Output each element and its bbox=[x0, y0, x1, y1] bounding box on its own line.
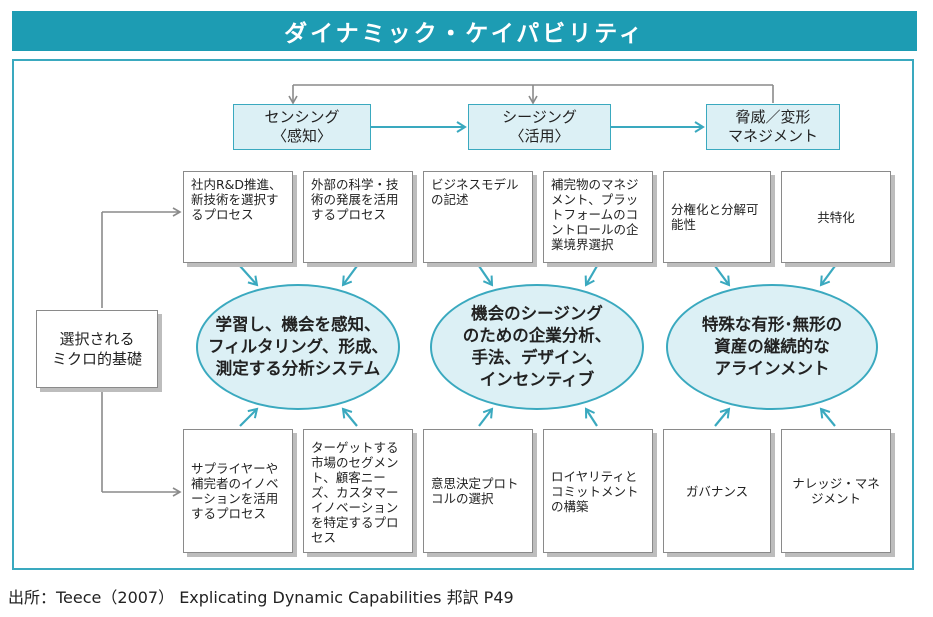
bottom-box-supplier-innovation: サプライヤーや補完者のイノベーションを活用するプロセス bbox=[183, 429, 293, 553]
top-box-business-model: ビジネスモデルの記述 bbox=[423, 171, 533, 263]
seizing-capability-box: シージング 〈活用〉 bbox=[468, 104, 611, 150]
bottom-box-loyalty-commitment: ロイヤリティとコミットメントの構築 bbox=[543, 429, 653, 553]
ellipse-sensing-systems: 学習し、機会を感知、 フィルタリング、形成、 測定する分析システム bbox=[196, 284, 400, 410]
box-to-ellipse-arrows bbox=[239, 265, 836, 427]
bottom-box-target-segments: ターゲットする市場のセグメント、顧客ニーズ、カスタマーイノベーションを特定するプ… bbox=[303, 429, 413, 553]
diagram-frame bbox=[12, 59, 914, 570]
bottom-box-governance: ガバナンス bbox=[663, 429, 771, 553]
top-box-decentralization: 分権化と分解可能性 bbox=[663, 171, 771, 263]
top-box-internal-rd: 社内R&D推進、新技術を選択するプロセス bbox=[183, 171, 293, 263]
transforming-capability-box: 脅威／変形 マネジメント bbox=[706, 104, 840, 150]
sensing-capability-box: センシング 〈感知〉 bbox=[233, 104, 371, 150]
ellipse-seizing-structures: 機会のシージング のための企業分析、 手法、デザイン、 インセンティブ bbox=[430, 284, 644, 410]
bottom-box-decision-protocols: 意思決定プロトコルの選択 bbox=[423, 429, 533, 553]
ellipse-asset-alignment: 特殊な有形･無形の 資産の継続的な アラインメント bbox=[666, 284, 878, 410]
top-box-cospecialization: 共特化 bbox=[781, 171, 891, 263]
micro-foundations-box: 選択される ミクロ的基礎 bbox=[36, 310, 158, 388]
bottom-box-knowledge-management: ナレッジ・マネジメント bbox=[781, 429, 891, 553]
source-citation: 出所：Teece（2007） Explicating Dynamic Capab… bbox=[8, 588, 514, 607]
top-box-external-science: 外部の科学・技術の発展を活用するプロセス bbox=[303, 171, 413, 263]
feedback-loop-lines bbox=[288, 84, 774, 105]
page-title: ダイナミック・ケイパビリティ bbox=[12, 11, 917, 51]
micro-foundation-lines bbox=[101, 207, 182, 497]
top-box-complements-platform: 補完物のマネジメント、プラットフォームのコントロールの企業境界選択 bbox=[543, 171, 653, 263]
